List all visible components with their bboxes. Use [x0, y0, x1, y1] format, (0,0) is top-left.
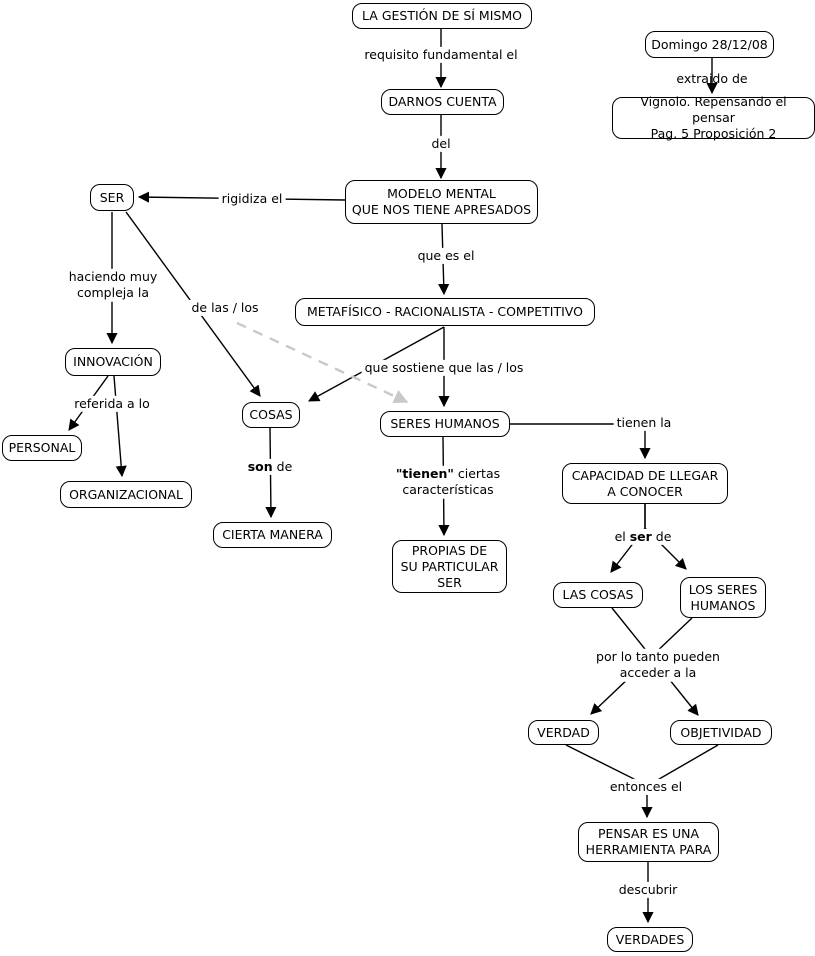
node-modelo-mental[interactable]: MODELO MENTAL QUE NOS TIENE APRESADOS	[345, 180, 538, 224]
edge-label-tienen-la[interactable]: tienen la	[613, 414, 675, 432]
edge-label-el-ser-rest: de	[651, 528, 672, 544]
node-fuente[interactable]: Vignolo. Repensando el pensar Pag. 5 Pro…	[612, 94, 815, 141]
edge-label-son-de[interactable]: son de	[244, 458, 296, 476]
node-capacidad[interactable]: CAPACIDAD DE LLEGAR A CONOCER	[562, 463, 728, 504]
node-propias[interactable]: PROPIAS DE SU PARTICULAR SER	[392, 540, 507, 593]
edge-label-tienen-bold: "tienen"	[395, 465, 454, 481]
edge-label-referida[interactable]: referida a lo	[71, 395, 153, 413]
edge-label-el-ser-de[interactable]: el ser de	[611, 528, 675, 546]
edge-label-entonces[interactable]: entonces el	[606, 778, 686, 796]
edge-label-del[interactable]: del	[428, 135, 454, 153]
node-objetividad[interactable]: OBJETIVIDAD	[670, 720, 772, 745]
edge-label-requisito[interactable]: requisito fundamental el	[361, 46, 521, 64]
node-verdades[interactable]: VERDADES	[607, 927, 693, 952]
node-las-cosas[interactable]: LAS COSAS	[553, 582, 643, 608]
edge-innovacion-organizacional	[113, 375, 127, 478]
edge-label-extraido[interactable]: extraido de	[676, 70, 748, 86]
node-ser[interactable]: SER	[90, 184, 134, 211]
node-la-gestion[interactable]: LA GESTIÓN DE SÍ MISMO	[352, 3, 532, 29]
edge-label-haciendo[interactable]: haciendo muy compleja la	[65, 268, 161, 302]
node-organizacional[interactable]: ORGANIZACIONAL	[60, 481, 192, 508]
node-pensar[interactable]: PENSAR ES UNA HERRAMIENTA PARA	[578, 822, 719, 862]
edge-label-tienen-ciertas[interactable]: "tienen" ciertas características	[392, 465, 504, 499]
edge-label-son-de-bold: son	[247, 458, 273, 474]
edge-label-tienen-rest: ciertas características	[402, 465, 501, 497]
node-fecha[interactable]: Domingo 28/12/08	[645, 31, 774, 58]
edge-objetividad-join	[653, 744, 719, 783]
node-darnos-cuenta[interactable]: DARNOS CUENTA	[381, 89, 504, 115]
node-los-seres-humanos[interactable]: LOS SERES HUMANOS	[680, 577, 766, 618]
edge-label-de-las-los[interactable]: de las / los	[188, 299, 262, 317]
node-metafisico[interactable]: METAFÍSICO - RACIONALISTA - COMPETITIVO	[295, 298, 595, 326]
node-personal[interactable]: PERSONAL	[2, 435, 82, 461]
edge-capacidad-losseres	[644, 504, 687, 570]
edge-dashed-delaslos-seres	[236, 321, 409, 404]
edge-label-que-sostiene[interactable]: que sostiene que las / los	[361, 359, 527, 377]
edge-label-el-ser-pre: el	[614, 528, 630, 544]
edge-label-descubrir[interactable]: descubrir	[615, 881, 681, 899]
edge-label-por-lo-tanto[interactable]: por lo tanto pueden acceder a la	[579, 648, 737, 682]
node-cierta-manera[interactable]: CIERTA MANERA	[213, 522, 332, 548]
edge-label-son-de-rest: de	[272, 458, 293, 474]
node-verdad[interactable]: VERDAD	[528, 720, 599, 745]
edge-verdad-join	[565, 744, 641, 783]
edge-label-rigidiza[interactable]: rigidiza el	[218, 190, 286, 208]
node-cosas[interactable]: COSAS	[242, 402, 300, 428]
edge-label-el-ser-bold: ser	[629, 528, 652, 544]
edge-label-que-es-el[interactable]: que es el	[414, 247, 478, 265]
node-seres-humanos[interactable]: SERES HUMANOS	[380, 411, 510, 437]
node-innovacion[interactable]: INNOVACIÓN	[65, 348, 161, 376]
